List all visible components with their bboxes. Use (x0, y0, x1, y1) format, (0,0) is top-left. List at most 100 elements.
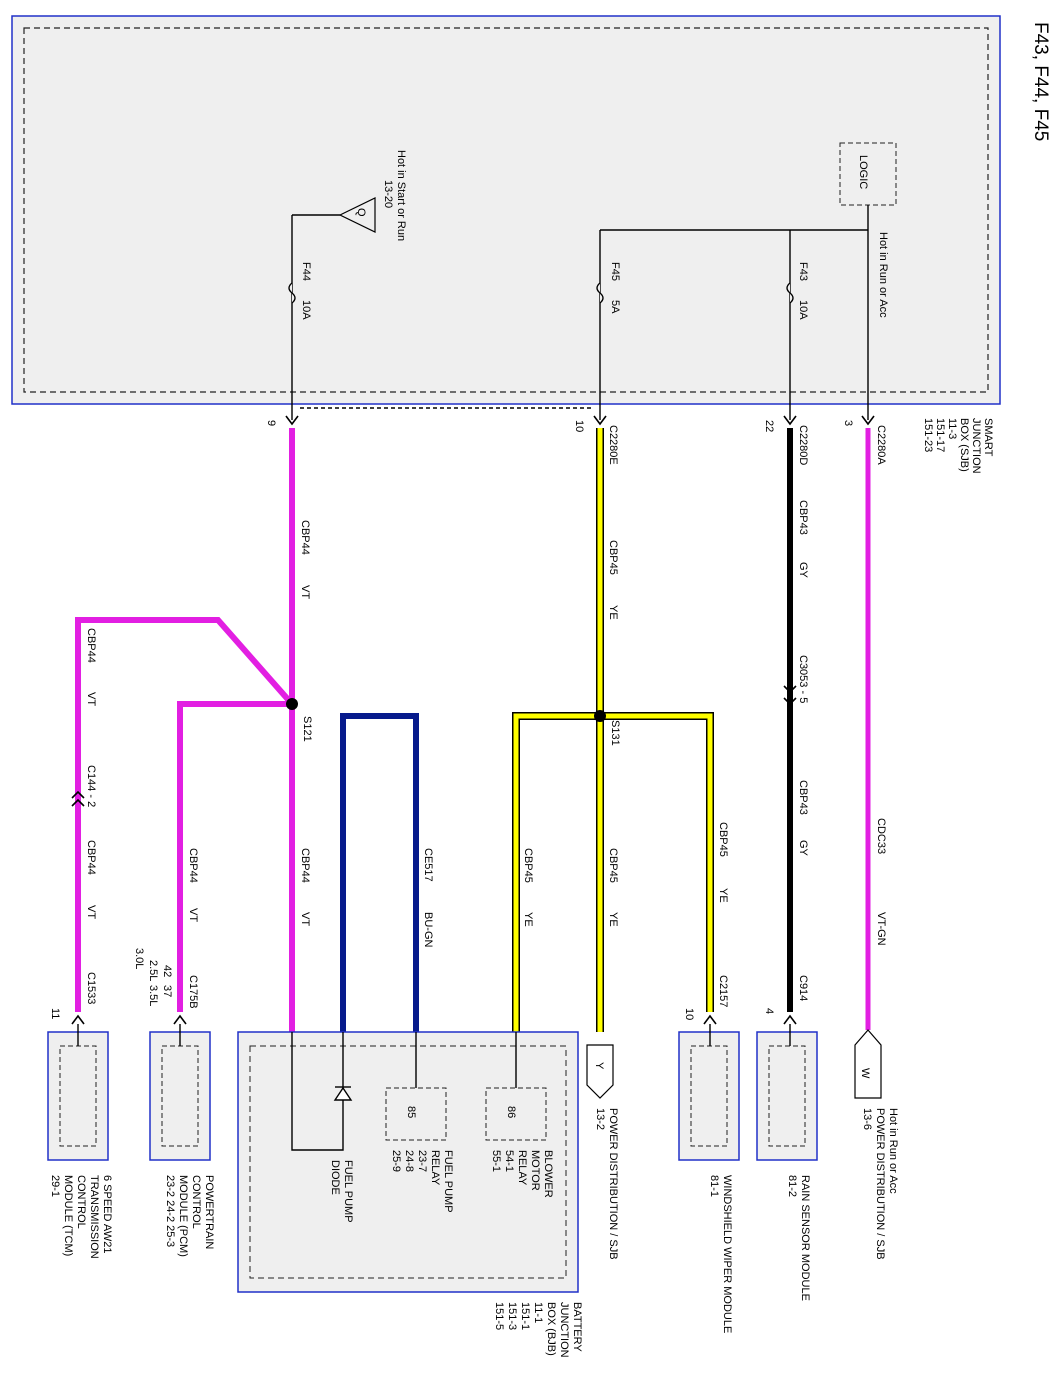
pcm-2: CONTROL (190, 1175, 202, 1229)
y-desc-1: POWER DISTRIBUTION / SJB (607, 1108, 619, 1260)
c2280e-label: C2280E (607, 425, 619, 465)
bjb-1: BATTERY (571, 1302, 583, 1352)
bjb-6: 151-3 (506, 1302, 518, 1330)
c1533-label: C1533 (85, 972, 97, 1004)
fuse-f44-icon (288, 282, 296, 304)
fuse-f43-name: F43 (797, 262, 809, 281)
sjb-ref-2: 151-17 (934, 418, 946, 452)
tcm-box (47, 1031, 109, 1161)
wiper-module-inner (690, 1045, 728, 1147)
ce517-color: BU-GN (422, 912, 434, 948)
cbp45-b-circuit: CBP45 (607, 848, 619, 883)
w-symbol-label: W (859, 1068, 871, 1079)
logic-label: LOGIC (857, 155, 869, 189)
blower-5: 55-1 (490, 1150, 502, 1172)
module-connector-arrows (71, 1014, 797, 1025)
bjb-4: 11-1 (532, 1302, 544, 1323)
cbp44-c-circuit: CBP44 (187, 848, 199, 883)
cbp44-b-circuit: CBP44 (299, 848, 311, 883)
c1533-pin: 11 (49, 1008, 61, 1019)
pcm-1: POWERTRAIN (203, 1175, 215, 1249)
fuse-f43-icon (786, 282, 794, 304)
sjb-name-1: SMART (982, 418, 994, 457)
cbp45-a-color: YE (607, 605, 619, 620)
c3053-connector-icon (783, 685, 797, 706)
tcm-4: MODULE (TCM) (62, 1175, 74, 1256)
y-symbol-icon (586, 1044, 614, 1099)
c2280d-pin: 22 (763, 420, 775, 432)
y-desc-2: 13-2 (594, 1108, 606, 1130)
rain-sensor-ref: 81-2 (786, 1175, 798, 1197)
s131-label: S131 (609, 720, 621, 746)
fuse-f45-rating: 5A (609, 300, 621, 314)
splice-s121 (286, 698, 298, 710)
c2157-pin: 10 (683, 1008, 695, 1020)
c2280-f44-pin: 9 (265, 420, 277, 426)
cbp44-e-circuit: CBP44 (85, 840, 97, 875)
bjb-label: BATTERY JUNCTION BOX (BJB) 11-1 151-1 15… (493, 1302, 583, 1358)
c3053-label: C3053 - 5 (797, 655, 809, 703)
hot-start-run-ref: 13-20 (382, 180, 394, 208)
c175b-pin-2: 37 (161, 985, 173, 997)
fuel-pump-1: FUEL PUMP (442, 1150, 454, 1213)
bjb-5: 151-1 (519, 1302, 531, 1330)
wire-ce517 (340, 713, 419, 1032)
fuel-pump-3: 23-7 (416, 1150, 428, 1172)
diode-icon (333, 1086, 353, 1101)
c914-label: C914 (797, 975, 809, 1001)
cdc33-color: VT-GN (875, 912, 887, 946)
cbp45-a-circuit: CBP45 (607, 540, 619, 575)
page-title-group: F43, F44, F45 (1030, 22, 1051, 141)
blower-3: RELAY (516, 1150, 528, 1186)
fuse-f43-rating: 10A (797, 300, 809, 320)
diode-2: DIODE (329, 1160, 341, 1195)
pcm-3: MODULE (PCM) (177, 1175, 189, 1257)
c2280d-label: C2280D (797, 425, 809, 465)
fuel-pump-5: 25-9 (390, 1150, 402, 1172)
cbp44-c-color: VT (187, 908, 199, 922)
wire-labels: C2280A 3 C2280D 22 C2280E 10 9 CDC33 VT-… (49, 420, 887, 1020)
bjb-7: 151-5 (493, 1302, 505, 1330)
c175b-engine-1: 2.5L (147, 960, 159, 981)
cbp45-c-circuit: CBP45 (522, 848, 534, 883)
splice-s131 (594, 710, 606, 722)
cbp44-b-color: VT (299, 912, 311, 926)
hot-start-run-label: Hot in Start or Run (395, 150, 407, 241)
sjb-name-3: BOX (SJB) (958, 418, 970, 472)
wiper-module-ref: 81-1 (708, 1175, 720, 1197)
fuel-pump-4: 24-8 (403, 1150, 415, 1172)
hot-run-acc-label: Hot in Run or Acc (877, 232, 889, 318)
sjb-connector-arrows (285, 415, 875, 426)
cbp44-d-color: VT (85, 692, 97, 706)
page-title: F43, F44, F45 (1030, 22, 1051, 141)
c175b-engine-3: 3.0L (133, 948, 145, 969)
w-desc-2: POWER DISTRIBUTION / SJB (874, 1108, 886, 1260)
diode-1: FUEL PUMP (342, 1160, 354, 1223)
rain-sensor-box (756, 1031, 818, 1161)
sjb-ref-3: 151-23 (922, 418, 934, 452)
fuse-f44-rating: 10A (300, 300, 312, 320)
tcm-2: TRANSMISSION (88, 1175, 100, 1259)
bjb-2: JUNCTION (558, 1302, 570, 1358)
c914-pin: 4 (763, 1008, 775, 1014)
cbp45-c-color: YE (522, 912, 534, 927)
cbp43-b-circuit: CBP43 (797, 780, 809, 815)
cbp44-e-color: VT (85, 905, 97, 919)
bjb-inner (249, 1045, 567, 1279)
c2280e-pin: 10 (573, 420, 585, 432)
blower-2: MOTOR (529, 1150, 541, 1191)
wiper-module-name: WINDSHIELD WIPER MODULE (721, 1175, 733, 1333)
blower-1: BLOWER (542, 1150, 554, 1198)
blower-pin: 86 (505, 1106, 517, 1118)
s121-label: S121 (301, 716, 313, 742)
rain-sensor-name: RAIN SENSOR MODULE (799, 1175, 811, 1301)
pcm-box (149, 1031, 211, 1161)
cbp45-d-circuit: CBP45 (717, 822, 729, 857)
fuse-f45-name: F45 (609, 262, 621, 281)
c175b-label: C175B (187, 975, 199, 1009)
sjb-name-2: JUNCTION (970, 418, 982, 474)
c2157-label: C2157 (717, 975, 729, 1007)
wire-cbp44 (75, 428, 295, 1032)
tcm-3: CONTROL (75, 1175, 87, 1229)
sjb-box (11, 15, 1001, 405)
